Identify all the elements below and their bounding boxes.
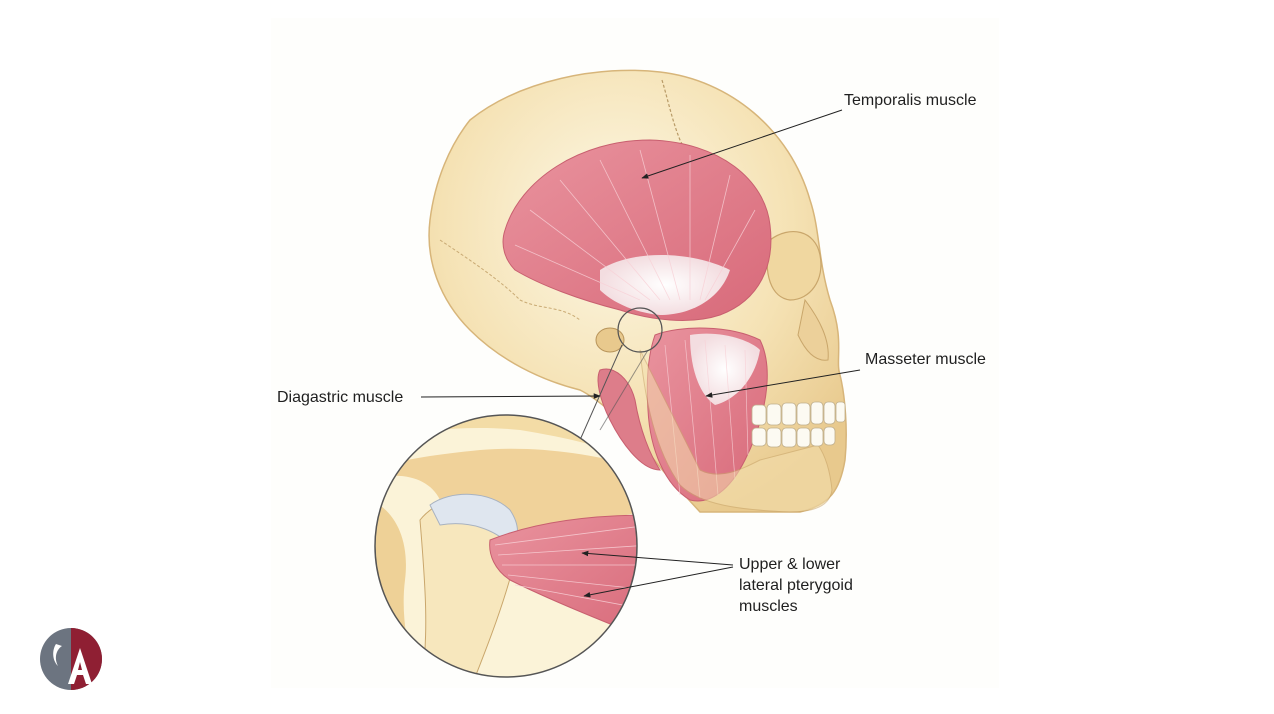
nasal-area [797,298,829,361]
upper-pterygoid-pointer [581,550,734,566]
pterygoid-label-line2: lateral pterygoid [739,577,853,594]
inset-connector-right [599,349,649,431]
inset-border [374,414,638,678]
temporalis-label: Temporalis muscle [844,92,977,109]
masseter-pointer [705,369,861,398]
pterygoid-label-line3: muscles [739,598,798,615]
temporalis-pointer [641,109,843,179]
mandible [639,349,833,513]
temporalis-fibers [514,149,756,301]
temporalis-tendon [600,255,730,315]
lambdoid-suture [439,239,581,321]
tmj-highlight-circle [617,307,663,353]
orbit [766,231,822,301]
inset-connector-left [579,344,623,441]
brand-logo-icon [40,628,102,690]
pterygoid-label: Upper & lower lateral pterygoid muscles [739,554,853,617]
diagastric-muscle [597,368,661,471]
diagastric-pointer [420,393,601,399]
cranial-suture [661,79,706,201]
diagastric-label: Diagastric muscle [277,389,404,406]
teeth [751,401,846,448]
masseter-tendon [690,333,760,405]
masseter-label: Masseter muscle [865,351,986,368]
lower-pterygoid-pointer [583,566,734,598]
ear-canal [595,327,625,353]
pterygoid-label-line1: Upper & lower [739,556,841,573]
